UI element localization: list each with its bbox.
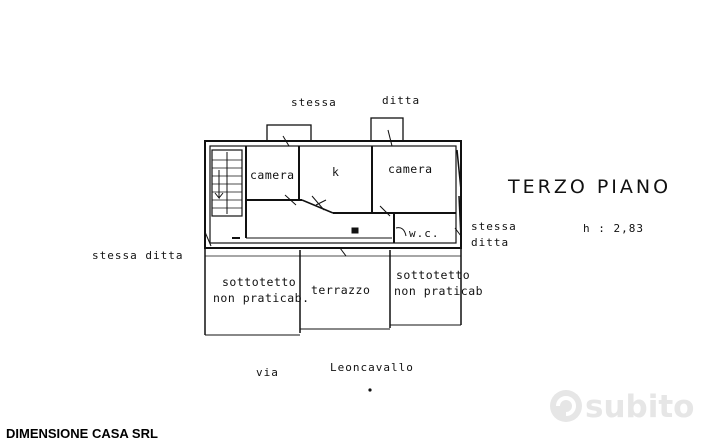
label-sottotetto-right-1: sottotetto [396,268,470,282]
label-left-neighbor: stessa ditta [92,249,183,262]
label-street-via: via [256,366,279,379]
company-credit: DIMENSIONE CASA SRL [6,426,158,441]
interior-walls [245,146,456,243]
room-label-camera-right: camera [388,162,433,176]
label-right-ditta: ditta [471,236,509,249]
label-top-ditta: ditta [382,94,420,107]
openings [204,194,462,247]
label-right-stessa: stessa [471,220,517,233]
street-marker [368,388,372,392]
room-label-kitchen: k [332,165,339,179]
label-top-stessa: stessa [291,96,337,109]
floor-title: TERZO PIANO [507,176,671,198]
lower-row [204,247,462,336]
label-street-name: Leoncavallo [330,361,414,374]
exterior-walls [204,140,462,249]
subito-watermark: subito [550,389,694,425]
room-label-wc: w.c. [409,227,440,240]
label-sottotetto-right-2: non praticab [394,284,483,298]
room-label-camera-left: camera [250,168,295,182]
label-sottotetto-left-1: sottotetto [222,275,296,289]
height-label: h : 2,83 [583,222,644,235]
label-sottotetto-left-2: non praticab. [213,291,310,305]
watermark-text: subito [585,389,694,425]
staircase [211,149,243,217]
room-label-terrazzo: terrazzo [311,283,370,297]
top-projections [266,117,404,147]
